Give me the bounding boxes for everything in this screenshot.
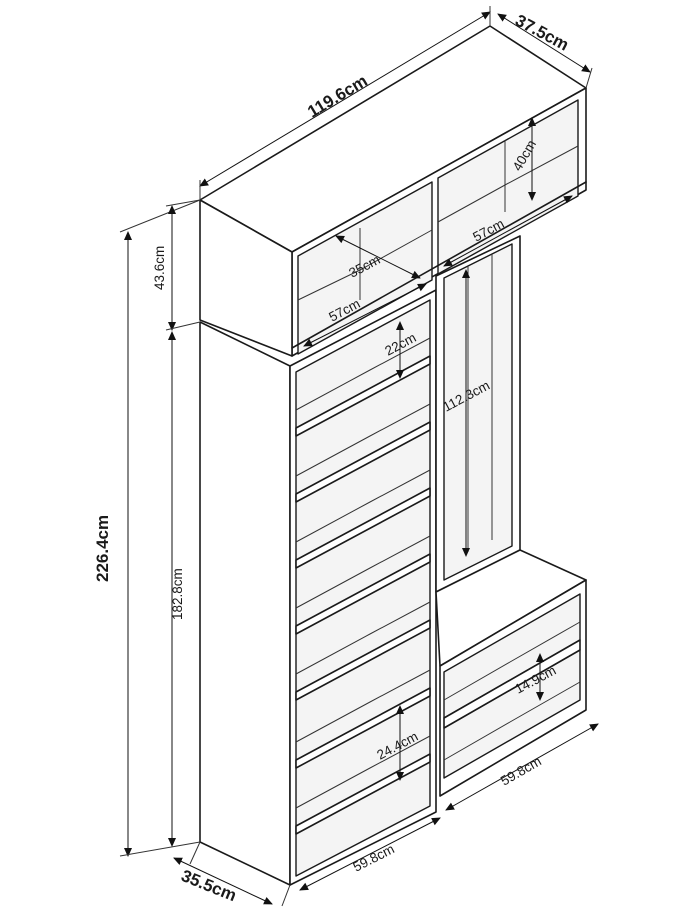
hanging-back-inner <box>443 243 513 581</box>
bench-unit <box>435 549 587 797</box>
top-cabinet-side <box>199 199 293 357</box>
label-base-depth: 35.5cm <box>179 866 240 905</box>
left-shelf-tower <box>199 289 437 886</box>
label-total-height: 226.4cm <box>93 515 112 582</box>
dimension-lines <box>119 6 599 907</box>
tower-side <box>199 321 291 886</box>
label-top-height: 43.6cm <box>152 246 167 290</box>
label-right-width: 59.8cm <box>498 753 544 788</box>
top-cabinet <box>199 25 587 357</box>
label-tower-height: 182.8cm <box>170 568 185 620</box>
